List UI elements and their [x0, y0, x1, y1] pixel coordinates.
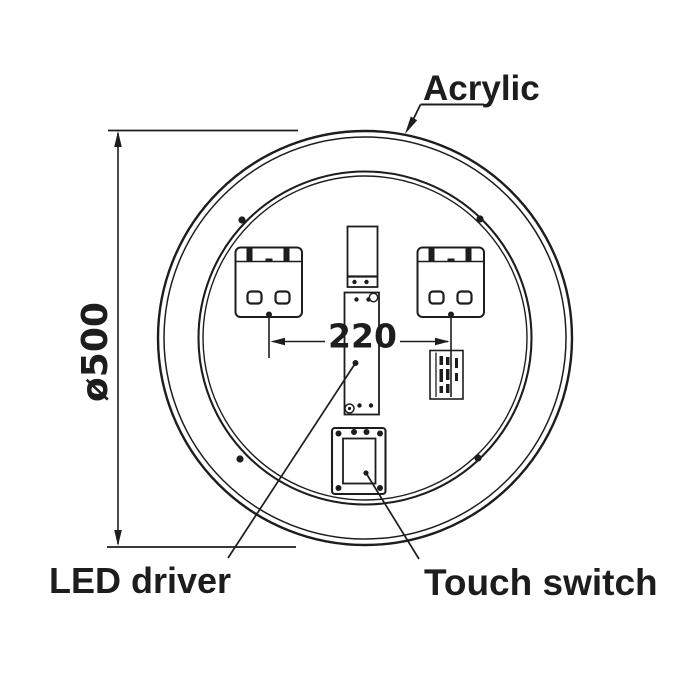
led-driver-leader-line: [227, 362, 357, 559]
led-driver-corner-ring: [368, 292, 379, 303]
screw-dot: [236, 455, 244, 463]
bracket-clip: [283, 248, 290, 262]
touch-switch-outer: [330, 426, 387, 496]
dimension-220-value: 220: [328, 317, 397, 356]
hanger-plate-body: [346, 225, 379, 288]
touch-switch-screw: [335, 485, 342, 491]
touch-switch-box: [330, 426, 387, 496]
led-driver-screw: [354, 297, 359, 302]
hanger-plate-dot: [364, 279, 369, 285]
bracket-center-tick: [447, 258, 455, 262]
mirror-inner-ring: [197, 170, 533, 506]
mounting-bracket-right: [416, 246, 485, 318]
mounting-bracket-left: [234, 246, 303, 318]
dimension-diameter-value: ø500: [75, 302, 116, 402]
touch-switch-screw: [335, 430, 342, 437]
bracket-clip: [428, 248, 435, 262]
spec-label: [429, 317, 464, 400]
bracket-body: [416, 246, 485, 318]
touch-switch-callout: Touch switch: [365, 472, 658, 603]
bracket-center-point: [266, 311, 272, 318]
led-driver-label: LED driver: [49, 560, 231, 601]
touch-switch-leader-line: [365, 472, 420, 560]
inner-circle: [197, 170, 533, 506]
screw-dot: [238, 216, 246, 224]
led-driver-callout: LED driver: [49, 362, 357, 601]
spec-label-text-marks: [439, 356, 458, 393]
touch-switch-screw: [377, 430, 383, 437]
arrowhead-right-icon: [435, 337, 450, 346]
touch-switch-screw: [377, 485, 383, 491]
bracket-clip: [465, 248, 472, 262]
led-driver-corner-ring: [344, 403, 355, 414]
bracket-hole: [246, 290, 263, 305]
acrylic-label: Acrylic: [423, 69, 540, 108]
led-driver-body: [343, 291, 380, 416]
bracket-hole: [456, 290, 473, 305]
bracket-body: [234, 246, 303, 318]
arrowhead-down-icon: [114, 530, 122, 546]
hanger-plate-dot: [352, 279, 357, 285]
arrowhead-acrylic-icon: [405, 116, 418, 134]
bracket-center-tick: [265, 258, 273, 262]
touch-switch-inner: [342, 437, 377, 485]
acrylic-callout: Acrylic: [405, 69, 540, 134]
arrowhead-up-icon: [114, 131, 122, 147]
touch-switch-label: Touch switch: [424, 562, 658, 603]
bracket-clip: [246, 248, 253, 262]
outer-circle: [156, 129, 574, 547]
led-driver-screw: [357, 403, 362, 408]
touch-switch-screw: [351, 429, 357, 435]
arrowhead-left-icon: [270, 337, 285, 346]
touch-switch-screw: [363, 429, 370, 435]
led-driver-corner-dot: [347, 406, 352, 411]
bracket-hole: [274, 290, 291, 305]
dimension-diameter-500: ø500: [75, 129, 298, 548]
led-driver-box: [343, 291, 380, 416]
mirror-outer-rim: [156, 129, 574, 547]
inner-circle-inner-line: [202, 175, 528, 501]
screw-dots: [236, 215, 484, 463]
bracket-center-point: [448, 311, 454, 318]
bracket-hole: [428, 290, 445, 305]
outer-circle-inner-line: [163, 136, 567, 540]
screw-dot: [476, 215, 484, 223]
screw-dot: [474, 454, 482, 462]
spec-label-body: [429, 349, 464, 400]
dimension-220: 220: [268, 317, 450, 358]
hanger-plate: [346, 225, 379, 288]
led-driver-screw: [368, 403, 374, 408]
